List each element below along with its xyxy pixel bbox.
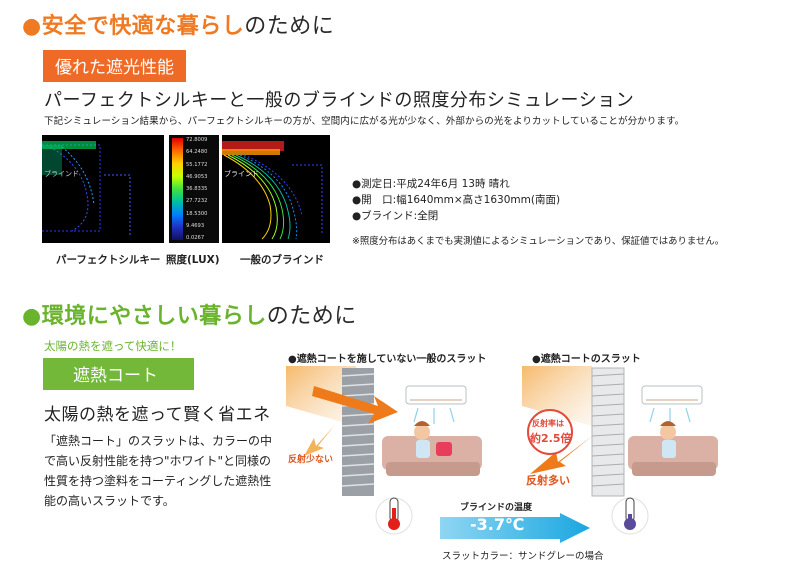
simulation-figure: ブラインド 72.8009 64.2480 55.1772 46.9053 36… bbox=[42, 135, 330, 245]
illus-general-slat: 反射少ない bbox=[286, 366, 500, 546]
section2-badge: 遮熱コート bbox=[43, 358, 194, 390]
section2-tagline: 太陽の熱を遮って快適に！ bbox=[44, 339, 182, 353]
section1-description: 下記シミュレーション結果から、パーフェクトシルキーの方が、空間内に広がる光が少な… bbox=[44, 116, 685, 127]
condition-date: ●測定日:平成24年6月 13時 晴れ bbox=[352, 178, 510, 190]
temperature-arrow bbox=[440, 513, 590, 543]
sim-image-perfect-silky: ブラインド bbox=[42, 135, 164, 243]
section1-note: ※照度分布はあくまでも実測値によるシミュレーションであり、保証値ではありません。 bbox=[352, 236, 725, 247]
section1-title-rest: のために bbox=[244, 14, 335, 39]
sim-image-perfect-silky-graphic bbox=[42, 141, 131, 235]
section2-title: ●環境にやさしい暮らしのために bbox=[22, 298, 357, 330]
section2-title-highlight: ●環境にやさしい暮らし bbox=[22, 304, 267, 329]
measurement-conditions: ●測定日:平成24年6月 13時 晴れ ●開 口:幅1640mm×高さ1630m… bbox=[352, 176, 560, 224]
sim-caption-left: パーフェクトシルキー bbox=[56, 254, 161, 266]
illus-coated-slat-scene bbox=[522, 366, 718, 535]
scale-value: 72.8009 bbox=[186, 137, 208, 143]
reflect-low-label: 反射少ない bbox=[288, 455, 334, 465]
condition-opening: ●開 口:幅1640mm×高さ1630mm(南面) bbox=[352, 194, 561, 206]
sim-caption-mid: 照度(LUX) bbox=[166, 254, 220, 266]
illus-right-title: ●遮熱コートのスラット bbox=[532, 354, 641, 365]
reflect-high-label: 反射多い bbox=[526, 474, 570, 487]
reflect-rate-value: 約2.5倍 bbox=[530, 432, 572, 445]
sim-caption-right: 一般のブラインド bbox=[240, 254, 324, 266]
illus-general-slat-scene bbox=[286, 366, 482, 535]
scale-value: 27.7232 bbox=[186, 198, 208, 205]
sim-color-scale: 72.8009 64.2480 55.1772 46.9053 36.8335 … bbox=[169, 135, 219, 243]
slat-color-note: スラットカラー：サンドグレーの場合 bbox=[442, 551, 604, 562]
temperature-callout: ブラインドの温度 -3.7℃ bbox=[440, 500, 590, 544]
scale-value: 18.5300 bbox=[186, 210, 208, 217]
scale-value: 64.2480 bbox=[186, 149, 208, 156]
temperature-value: -3.7℃ bbox=[470, 515, 525, 534]
sim-color-bar bbox=[172, 138, 183, 240]
scale-value: 36.8335 bbox=[186, 186, 208, 192]
section1-heading: パーフェクトシルキーと一般のブラインドの照度分布シミュレーション bbox=[44, 90, 635, 111]
sim-left-inner-label: ブラインド bbox=[44, 170, 79, 178]
scale-value: 46.9053 bbox=[186, 173, 208, 180]
temperature-label: ブラインドの温度 bbox=[460, 503, 533, 513]
section1-badge: 優れた遮光性能 bbox=[43, 50, 186, 82]
section2-heading: 太陽の熱を遮って賢く省エネ bbox=[44, 405, 271, 425]
scale-value: 55.1772 bbox=[186, 161, 208, 168]
sim-right-inner-label: ブラインド bbox=[224, 170, 259, 178]
section2-title-rest: のために bbox=[266, 304, 357, 329]
scale-value: 9.4693 bbox=[186, 222, 205, 229]
scale-value: 0.0267 bbox=[186, 235, 205, 241]
section1-title-highlight: ●安全で快適な暮らし bbox=[22, 14, 245, 39]
illus-left-title: ●遮熱コートを施していない一般のスラット bbox=[288, 354, 487, 365]
sim-image-general-blind: ブラインド bbox=[222, 135, 330, 243]
illus-coated-slat: 反射率は 約2.5倍 反射多い bbox=[522, 366, 718, 546]
section2-description: 「遮熱コート」のスラットは、カラーの中で高い反射性能を持つ"ホワイト"と同様の性… bbox=[44, 434, 273, 508]
reflect-rate-label: 反射率は bbox=[532, 419, 564, 428]
condition-blind: ●ブラインド:全閉 bbox=[352, 210, 439, 222]
sim-scale-values: 72.8009 64.2480 55.1772 46.9053 36.8335 … bbox=[186, 137, 218, 241]
sim-image-general-blind-graphic bbox=[222, 141, 323, 240]
section1-title: ●安全で快適な暮らしのために bbox=[22, 8, 334, 40]
